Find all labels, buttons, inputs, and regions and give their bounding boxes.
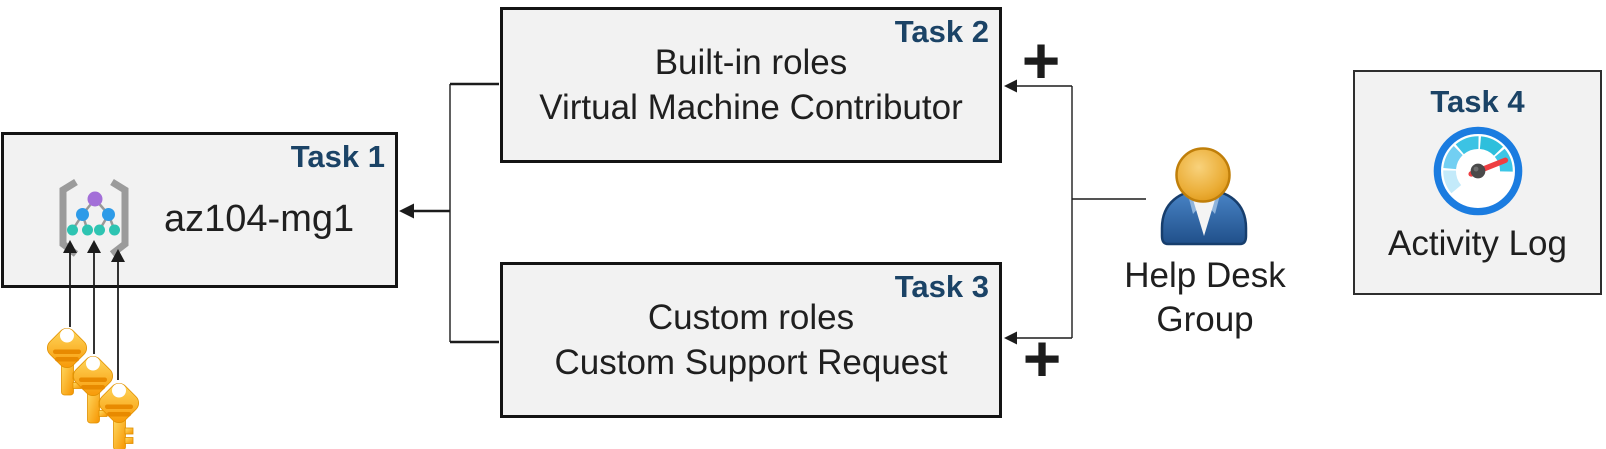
task2-line1: Built-in roles	[654, 43, 848, 82]
task4-badge: Task 4	[1430, 84, 1525, 119]
shirt-vneck	[1191, 193, 1217, 236]
task4-label: Activity Log	[1388, 224, 1567, 263]
task2-badge: Task 2	[894, 14, 989, 49]
group-label-line2: Group	[1156, 300, 1254, 339]
task2-content: Built-in roles Virtual Machine Contribut…	[503, 10, 999, 160]
task2-box: Task 2 Built-in roles Virtual Machine Co…	[500, 7, 1002, 163]
gauge-hub	[1470, 163, 1485, 179]
gauge-hub-highlight	[1473, 166, 1478, 172]
leaf-node	[94, 224, 105, 236]
left-brace	[59, 179, 79, 257]
task2-line2: Virtual Machine Contributor	[539, 88, 963, 127]
group-label-line1: Help Desk	[1124, 256, 1286, 295]
management-group-icon	[59, 179, 129, 257]
mid-node	[76, 208, 89, 221]
task1-box: Task 1 az1	[1, 132, 398, 288]
leaf-node	[82, 224, 93, 236]
task3-box: Task 3 Custom roles Custom Support Reque…	[500, 262, 1002, 418]
task3-content: Custom roles Custom Support Request	[503, 265, 999, 415]
task3-line1: Custom roles	[647, 298, 855, 337]
plus-sign-top: +	[1021, 23, 1061, 97]
plus-sign-bottom: +	[1022, 321, 1062, 395]
task3-line2: Custom Support Request	[554, 343, 948, 382]
task4-content: Task 4 Activity Log	[1355, 72, 1600, 293]
leaf-node	[67, 224, 78, 236]
group-label: Help Desk Group	[1105, 254, 1305, 342]
root-node	[87, 191, 103, 207]
keys-icon	[43, 324, 143, 449]
user-group-icon	[1160, 147, 1248, 246]
task4-box: Task 4 Activity Log	[1353, 70, 1602, 295]
arrowhead-task1	[399, 203, 414, 219]
activity-log-gauge-icon	[1433, 126, 1522, 216]
task3-badge: Task 3	[894, 269, 989, 304]
leaf-node	[109, 224, 120, 236]
task1-label: az104-mg1	[164, 197, 355, 240]
person-head	[1175, 147, 1231, 203]
task1-content: az104-mg1	[4, 135, 395, 285]
mid-node	[102, 208, 115, 221]
task1-badge: Task 1	[290, 139, 385, 174]
